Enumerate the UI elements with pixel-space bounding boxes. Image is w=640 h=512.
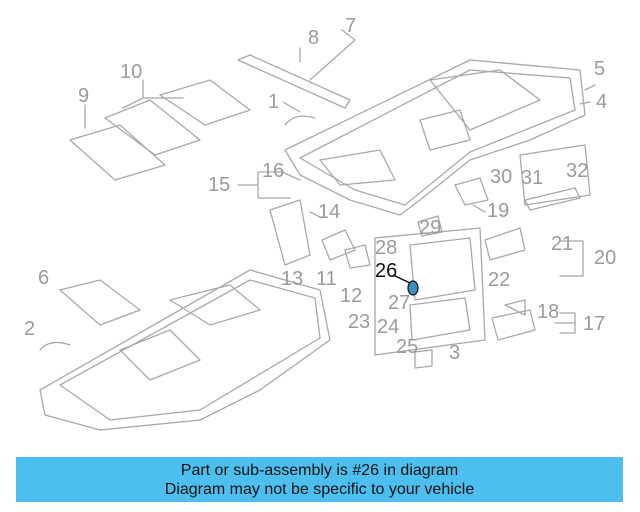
callout-6: 6 [38,267,50,289]
callout-28: 28 [375,237,398,259]
callout-30: 30 [490,166,513,188]
callout-10: 10 [120,61,143,83]
banner-line-2: Diagram may not be specific to your vehi… [164,481,475,498]
headliner-upper [284,59,586,216]
callout-29: 29 [419,217,442,239]
callout-32: 32 [566,160,589,182]
callout-4: 4 [596,91,608,113]
callout-9: 9 [78,85,90,107]
callout-24: 24 [377,316,400,338]
callout-22: 22 [488,269,511,291]
diagram-drawing [39,29,596,431]
callout-19: 19 [487,200,510,222]
panel-10a [104,99,201,156]
info-banner: Part or sub-assembly is #26 in diagram D… [16,457,623,502]
callout-8: 8 [308,27,320,49]
handle-1 [284,115,316,126]
callout-27: 27 [388,292,411,314]
callout-25: 25 [396,336,419,358]
callout-26: 26 [375,260,398,282]
callout-17: 17 [583,313,606,335]
console-box [374,227,486,356]
callout-15: 15 [208,174,231,196]
callout-1: 1 [268,91,280,113]
callout-13: 13 [281,268,304,290]
panel-10b [159,79,251,126]
callout-11: 11 [316,268,337,290]
callout-16: 16 [262,160,285,182]
visor-13 [269,199,311,266]
callout-23: 23 [348,311,371,333]
callout-18: 18 [537,301,560,323]
callout-3: 3 [449,342,461,364]
panel-9 [69,124,166,181]
callout-7: 7 [345,15,357,37]
callout-20: 20 [594,247,617,269]
callout-12: 12 [340,285,363,307]
part-26-highlight [392,274,411,284]
handle-2 [39,341,71,351]
part-26 [407,280,419,296]
callout-5: 5 [594,58,606,80]
callout-2: 2 [24,318,36,340]
banner-line-1: Part or sub-assembly is #26 in diagram [180,462,459,479]
callout-21: 21 [551,233,574,255]
callout-31: 31 [521,167,544,189]
callout-14: 14 [318,201,341,223]
headliner-lower [39,269,331,431]
glass-6 [59,279,141,326]
parts-diagram: 1 2 3 5 4 6 7 8 9 10 11 12 13 14 15 16 1… [24,15,617,431]
trim-strip-7 [237,54,351,109]
